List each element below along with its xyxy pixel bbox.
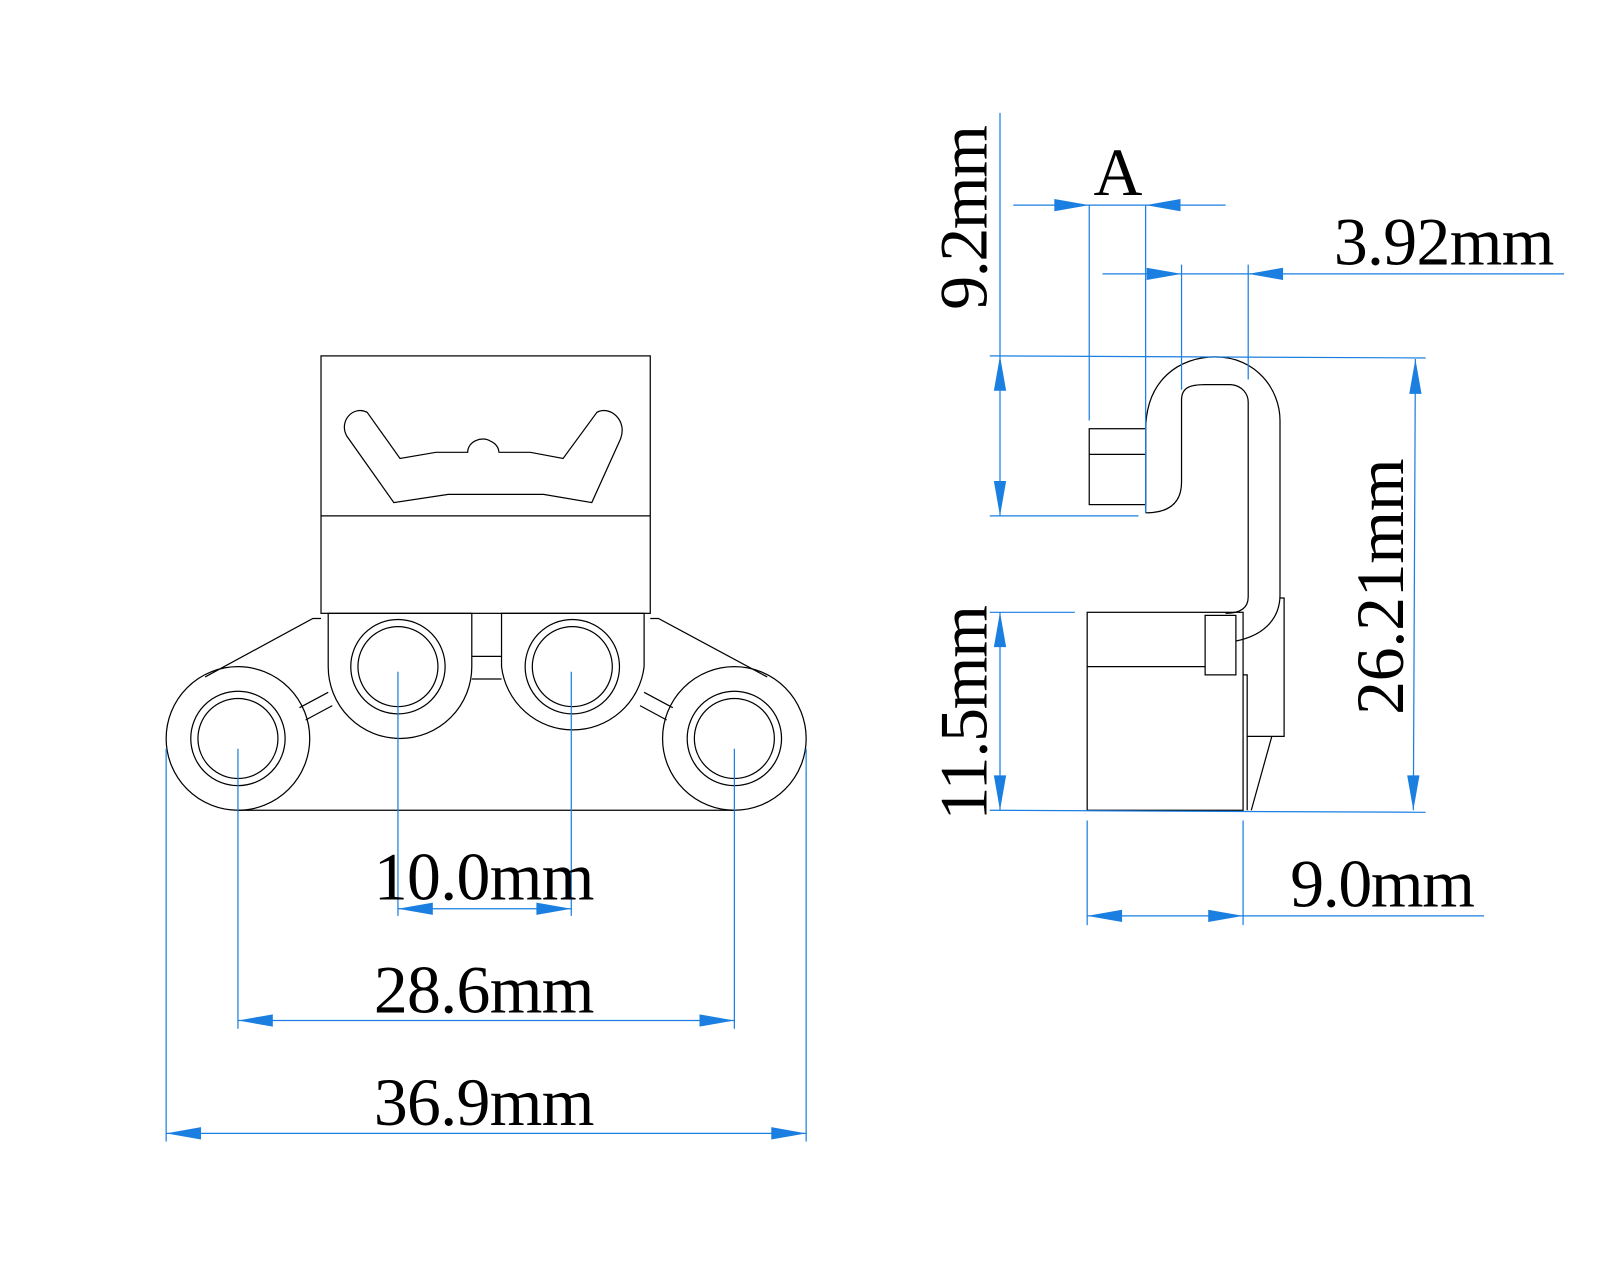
dim-total-height-label: 26.21mm: [1343, 458, 1418, 714]
dim-overall-width-label: 36.9mm: [374, 1065, 595, 1140]
wing-slot: [343, 410, 623, 504]
hook: [1145, 356, 1281, 642]
front-view-part: [165, 355, 807, 811]
side-view-part: [1086, 356, 1285, 811]
dimension-arrow: [771, 1127, 807, 1140]
dim-base-depth-label: 9.0mm: [1290, 847, 1475, 922]
dimension-line: [989, 355, 1426, 359]
base-block: [1086, 611, 1244, 811]
dimension-arrow: [1146, 267, 1182, 280]
dimension-arrow: [1248, 267, 1284, 280]
dim-hook-height-label: 9.2mm: [927, 125, 1002, 310]
dim-outer-centers-label: 28.6mm: [374, 952, 595, 1027]
right-tab: [500, 612, 645, 731]
dimension-arrow: [1409, 358, 1422, 394]
dim-hook-gap-label: 3.92mm: [1334, 205, 1555, 280]
dim-base-height-label: 11.5mm: [927, 605, 1002, 820]
dimension-arrow: [993, 481, 1007, 516]
dimension-arrow: [166, 1127, 202, 1140]
dimension-arrow: [699, 1014, 735, 1027]
dimension-arrow: [1145, 198, 1181, 212]
dimension-arrow: [1208, 909, 1244, 923]
dimension-arrow: [993, 612, 1007, 648]
dimension-arrow: [993, 355, 1007, 391]
dimension-arrow: [1407, 775, 1420, 811]
dimension-arrow: [536, 902, 572, 915]
dim-pitch-label: 10.0mm: [374, 839, 595, 914]
dimension-arrow: [1087, 909, 1123, 923]
label-a: A: [1094, 135, 1143, 210]
dimension-line: [989, 809, 1426, 813]
left-tab: [327, 612, 473, 740]
top-block: [320, 355, 651, 614]
dimension-arrow: [1054, 198, 1090, 212]
dimension-arrow: [993, 775, 1007, 811]
dimension-arrow: [237, 1014, 273, 1027]
dimension-lines: [165, 112, 1565, 1142]
dimension-arrow: [397, 902, 433, 915]
dimension-line: [1412, 358, 1416, 811]
